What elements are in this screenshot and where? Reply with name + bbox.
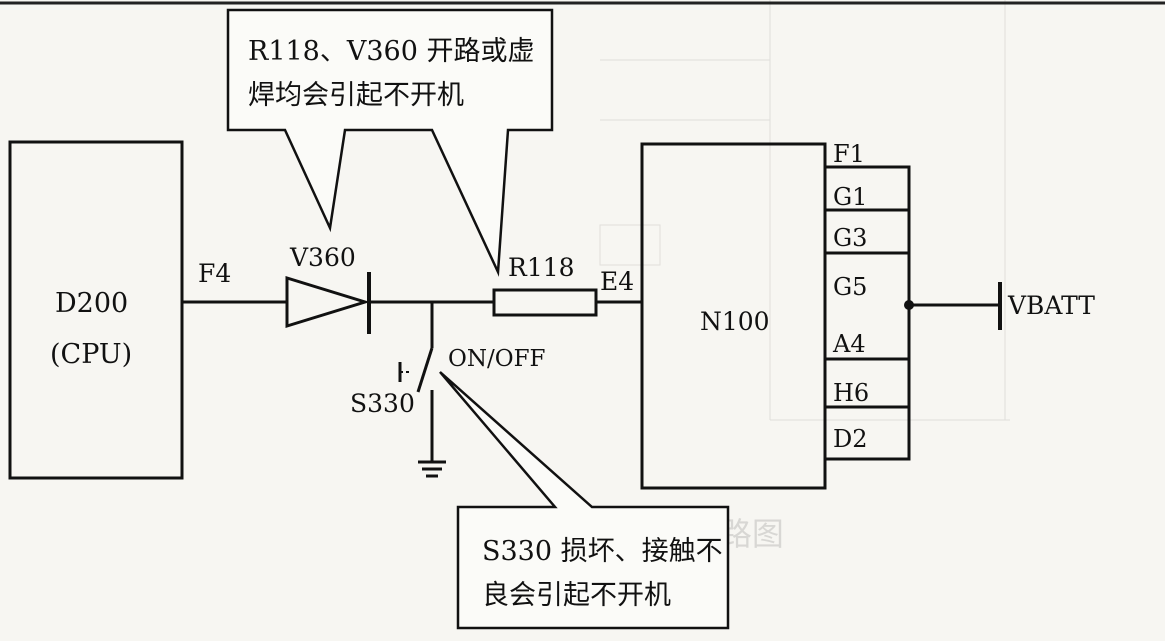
pin-f1-label: F1 — [833, 140, 865, 168]
bottom-callout-box — [439, 371, 730, 630]
top-callout-text: R118、V360 开路或虚 焊均会引起不开机 — [248, 30, 534, 118]
pin-g3-label: G3 — [833, 224, 867, 252]
resistor-symbol — [492, 288, 598, 317]
pin-g5-label: G5 — [833, 273, 867, 301]
bottom-callout-line-1: S330 损坏、接触不 — [482, 536, 723, 567]
resistor-label: R118 — [508, 253, 575, 282]
background-bleed — [599, 0, 1010, 421]
ic-label: N100 — [700, 307, 770, 336]
bottom-callout-text: S330 损坏、接触不 良会引起不开机 — [482, 530, 723, 618]
cpu-name: D200 — [55, 288, 128, 319]
switch-function-label: ON/OFF — [448, 346, 546, 372]
pin-d2-label: D2 — [833, 425, 868, 453]
bottom-callout-line-2: 良会引起不开机 — [482, 580, 671, 611]
pin-a4-label: A4 — [832, 330, 866, 358]
top-callout-line-2: 焊均会引起不开机 — [248, 80, 464, 111]
pin-h6-label: H6 — [833, 379, 869, 407]
cpu-sub-label: (CPU) — [50, 339, 132, 370]
switch-label: S330 — [350, 389, 415, 418]
top-callout-box — [226, 8, 554, 277]
junction-dot — [904, 300, 914, 310]
top-callout-line-1: R118、V360 开路或虚 — [248, 36, 535, 67]
vbatt-label: VBATT — [1007, 291, 1095, 320]
diode-symbol — [285, 275, 371, 329]
diode-label: V360 — [289, 243, 356, 272]
net-f4-label: F4 — [198, 259, 231, 288]
switch-contact — [416, 347, 434, 393]
ic-pin-boxes — [823, 165, 911, 461]
pin-g1-label: G1 — [833, 183, 867, 211]
cpu-block — [8, 140, 184, 480]
net-e4-label: E4 — [600, 267, 634, 296]
